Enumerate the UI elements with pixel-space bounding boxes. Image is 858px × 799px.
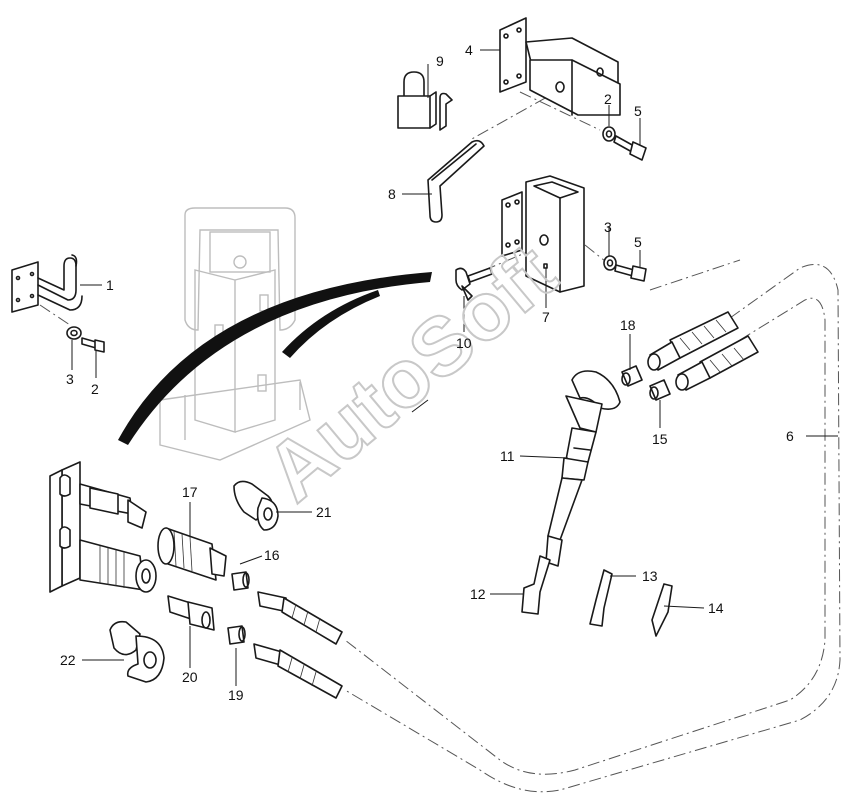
part-3-washer-right [603, 255, 617, 271]
part-20-coupler-nipple [167, 595, 215, 631]
callout-12: 12 [470, 586, 486, 602]
part-7-socket-bracket [501, 175, 585, 293]
callout-14: 14 [708, 600, 724, 616]
callout-17: 17 [182, 484, 198, 500]
part-8-l-pin [427, 139, 485, 223]
callout-8: 8 [388, 186, 396, 202]
hose-upper-right-a [647, 311, 739, 371]
part-17-quick-coupler [157, 527, 227, 581]
callout-11: 11 [500, 448, 515, 464]
callout-10: 10 [456, 335, 472, 351]
hose-lower-a [257, 591, 343, 645]
part-18-fitting [621, 365, 643, 387]
part-14-chisel [651, 583, 673, 637]
part-5-bolt-upper [613, 135, 647, 161]
hose-lower-b [253, 643, 343, 699]
part-22-dust-cap [109, 620, 165, 683]
callout-2-right: 2 [604, 91, 612, 107]
callout-20: 20 [182, 669, 198, 685]
callout-19: 19 [228, 687, 244, 703]
callout-4: 4 [465, 42, 473, 58]
callout-7: 7 [542, 309, 550, 325]
callout-18: 18 [620, 317, 636, 333]
callout-2-left: 2 [91, 381, 99, 397]
coupler-valve-upper [59, 474, 147, 529]
part-3-washer-left [66, 326, 82, 340]
callout-3-left: 3 [66, 371, 74, 387]
callout-1: 1 [106, 277, 114, 293]
leader-lines [71, 49, 838, 686]
callout-3-right: 3 [604, 219, 612, 235]
coupler-valve-lower [59, 526, 157, 593]
callout-5-upper: 5 [634, 103, 642, 119]
assembly-arrow-strip [118, 272, 432, 445]
part-4-upper-bracket [499, 17, 621, 116]
part-5-bolt-lower [614, 264, 647, 282]
callout-6: 6 [786, 428, 794, 444]
part-1-hook-bracket [11, 254, 83, 313]
part-13-wedge [589, 569, 613, 627]
part-21-dust-cap [233, 480, 279, 531]
autosoft-watermark: AutoSoft [249, 227, 573, 519]
part-10-wing-bolt [455, 267, 493, 301]
callout-9: 9 [436, 53, 444, 69]
callout-22: 22 [60, 652, 76, 668]
part-2-bolt-left [81, 337, 105, 353]
callout-16: 16 [264, 547, 280, 563]
callout-5-lower: 5 [634, 234, 642, 250]
part-11-control-lever [545, 370, 621, 567]
callout-21: 21 [316, 504, 332, 520]
assembly-arrow-strip-2 [282, 290, 380, 358]
part-16-fitting [231, 571, 250, 591]
part-9-padlock [397, 71, 453, 131]
part-2-washer-right [602, 126, 616, 142]
hose-upper-right-b [675, 335, 759, 391]
part-19-fitting [227, 625, 246, 645]
callout-13: 13 [642, 568, 658, 584]
part-12-blade-tip [521, 555, 551, 615]
part-15-fitting [649, 379, 671, 401]
ghost-tractor-frame [159, 207, 311, 461]
callout-numbers: 1 2 2 3 3 4 5 5 6 7 8 9 10 11 12 13 14 1… [60, 42, 794, 703]
callout-15: 15 [652, 431, 668, 447]
